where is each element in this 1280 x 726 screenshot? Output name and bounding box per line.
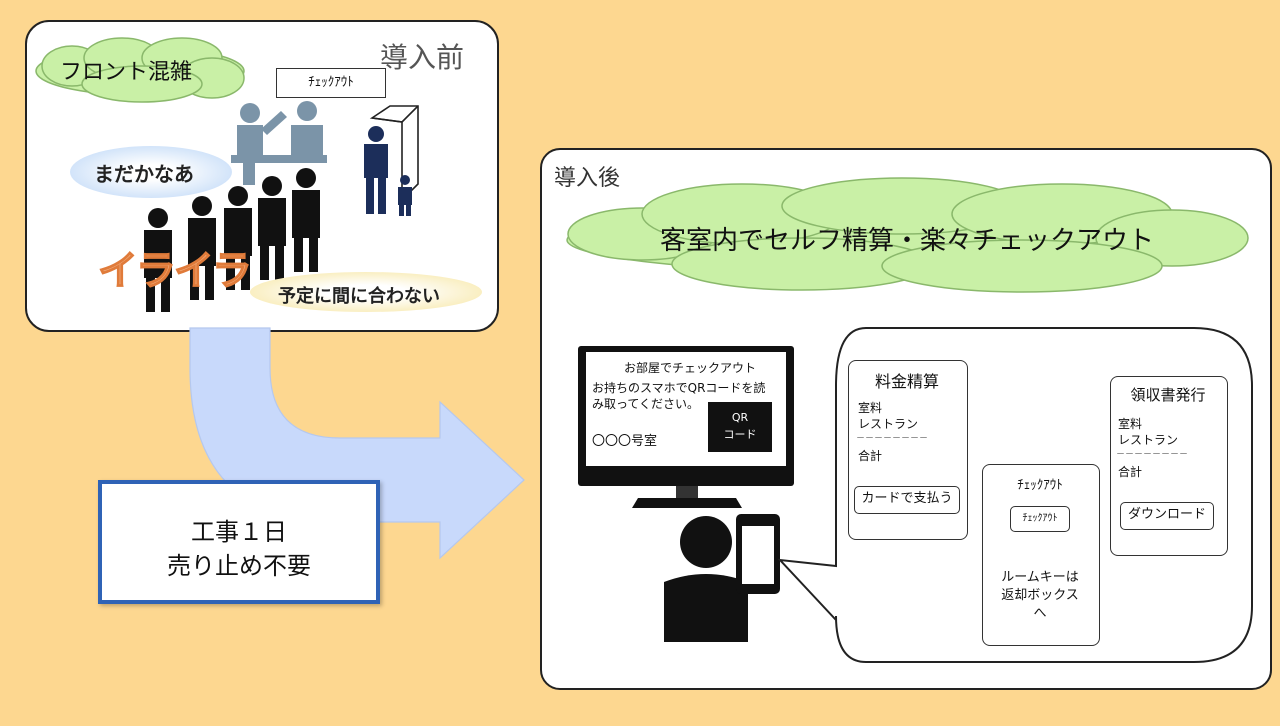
qr-code-label-1: QR bbox=[731, 411, 749, 424]
waiting-thought-label: まだかなあ bbox=[94, 162, 194, 186]
qr-code-box bbox=[708, 402, 772, 452]
checkout-sign: ﾁｪｯｸｱｳﾄ bbox=[276, 68, 386, 98]
before-title: 導入前 bbox=[380, 41, 465, 74]
waiting-queue bbox=[144, 168, 320, 312]
checkout-button[interactable]: ﾁｪｯｸｱｳﾄ bbox=[1010, 506, 1070, 532]
receipt-total: 合計 bbox=[1118, 465, 1143, 479]
late-bubble bbox=[250, 272, 482, 312]
tv-line2: お持ちのスマホでQRコードを読 bbox=[592, 381, 766, 395]
checkout-screen-title: ﾁｪｯｸｱｳﾄ bbox=[1017, 478, 1063, 493]
tv-room-number: 〇〇〇号室 bbox=[592, 434, 658, 449]
after-title: 導入後 bbox=[554, 166, 621, 191]
front-desk-scene bbox=[231, 101, 327, 185]
late-label: 予定に間に合わない bbox=[278, 286, 440, 307]
pay-by-card-button[interactable]: カードで支払う bbox=[854, 486, 960, 514]
room-key-note-3: へ bbox=[1033, 606, 1047, 621]
qr-code-label-2: コード bbox=[723, 428, 757, 441]
room-key-note-1: ルームキーは bbox=[1001, 570, 1079, 585]
waiting-thought-bubble bbox=[70, 146, 232, 198]
crowded-cloud-label: フロント混雑 bbox=[60, 60, 193, 85]
tv-line1: お部屋でチェックアウト bbox=[624, 361, 757, 375]
receipt-divider: －－－－－－－－ bbox=[1116, 450, 1189, 460]
room-key-note-2: 返却ボックス bbox=[1001, 588, 1079, 603]
tv-line3: み取ってください。 bbox=[592, 397, 700, 411]
self-checkout-cloud-shape bbox=[566, 177, 1249, 293]
self-checkout-cloud-label: 客室内でセルフ精算・楽々チェックアウト bbox=[659, 226, 1154, 256]
tv-stand bbox=[632, 486, 742, 508]
payment-total: 合計 bbox=[858, 449, 883, 463]
install-info-box bbox=[98, 480, 380, 604]
payment-title: 料金精算 bbox=[874, 372, 939, 391]
no-stop-sale-label: 売り止め不要 bbox=[167, 552, 311, 580]
receipt-item-restaurant: レストラン bbox=[1118, 433, 1179, 447]
crowded-cloud-shape bbox=[35, 37, 245, 103]
irritation-text: イライラ bbox=[97, 247, 253, 295]
gate-with-family bbox=[364, 105, 419, 216]
receipt-title: 領収書発行 bbox=[1130, 386, 1206, 404]
install-days-label: 工事１日 bbox=[191, 518, 287, 546]
payment-item-room: 室料 bbox=[858, 401, 883, 415]
receipt-item-room: 室料 bbox=[1118, 417, 1143, 431]
download-receipt-button[interactable]: ダウンロード bbox=[1120, 502, 1214, 530]
checkout-screen bbox=[982, 464, 1100, 646]
payment-item-restaurant: レストラン bbox=[858, 417, 919, 431]
guest-with-smartphone bbox=[664, 514, 780, 642]
payment-divider: －－－－－－－－ bbox=[856, 434, 929, 444]
